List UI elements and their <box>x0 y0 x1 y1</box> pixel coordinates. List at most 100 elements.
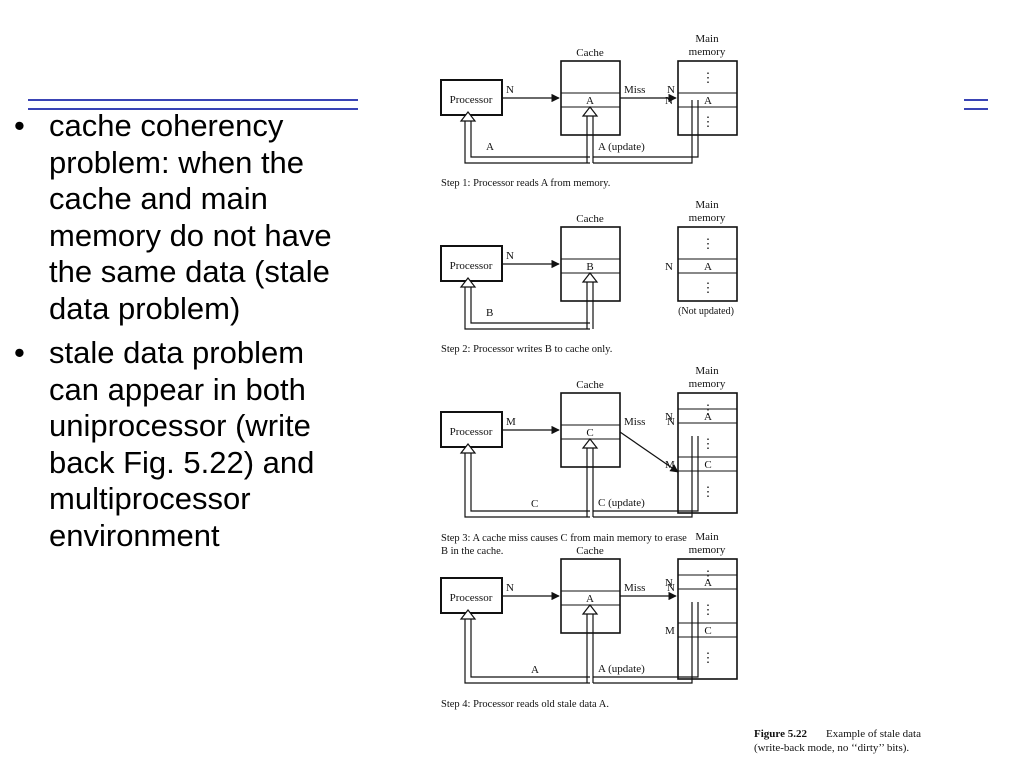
main-memory-title: Main <box>695 199 719 211</box>
return-path-outer <box>464 447 590 518</box>
cache-block-label: A <box>586 593 594 605</box>
memory-feed-path <box>593 100 693 164</box>
step-caption: Step 2: Processor writes B to cache only… <box>441 344 612 355</box>
title-underline-right <box>964 99 988 110</box>
processor-return-arrow <box>459 609 477 620</box>
bullet-dot: • <box>14 335 25 370</box>
bullet-line: environment <box>49 517 220 553</box>
main-memory-title: Main <box>695 531 719 543</box>
step-caption: Step 1: Processor reads A from memory. <box>441 178 610 189</box>
title-underline <box>28 99 358 110</box>
processor-return-arrow <box>459 443 477 454</box>
cache-block-label: B <box>586 261 593 273</box>
ellipsis-icon: ⋮ <box>702 280 715 295</box>
main-memory-title: memory <box>689 544 726 556</box>
memory-feed-path <box>593 602 693 684</box>
cache-box <box>560 558 621 634</box>
miss-arrow <box>619 431 679 473</box>
figure-caption-line2: (write-back mode, no ‘‘dirty’’ bits). <box>754 742 909 754</box>
figure-number: Figure 5.22 <box>754 728 807 740</box>
processor-box <box>440 79 503 116</box>
return-path-outer <box>464 281 590 330</box>
bullet-line: multiprocessor <box>49 481 251 516</box>
memory-row-tag: N <box>665 95 673 107</box>
return-path-inner <box>470 115 590 158</box>
ellipsis-icon: ⋮ <box>702 484 715 499</box>
bullet-line: problem: when the <box>49 144 305 180</box>
bullet-line: can appear in both <box>49 371 306 407</box>
ellipsis-icon: ⋮ <box>702 70 715 85</box>
memory-feed-path <box>593 436 693 518</box>
miss-label: Miss <box>624 84 645 96</box>
main-memory-box <box>677 60 738 136</box>
bullet-item: • stale data problem can appear in both … <box>0 335 420 554</box>
memory-access-tag: N <box>667 84 675 96</box>
return-path-outer <box>464 613 590 684</box>
ellipsis-icon: ⋮ <box>702 236 715 251</box>
memory-row-value: A <box>704 577 712 589</box>
cache-box <box>560 226 621 302</box>
bullet-line: stale data problem <box>49 335 305 370</box>
return-path-outer <box>464 115 590 164</box>
cache-box <box>560 392 621 468</box>
main-memory-box <box>677 558 738 680</box>
main-memory-box <box>677 392 738 514</box>
memory-row-value: A <box>704 261 712 273</box>
memory-row-value: C <box>704 459 711 471</box>
bullet-line: uniprocessor (write <box>49 408 311 443</box>
cache-update-label: A (update) <box>598 141 645 153</box>
memory-row-tag: M <box>665 625 675 637</box>
bullet-list: • cache coherency problem: when the cach… <box>0 108 420 562</box>
cache-title: Cache <box>576 47 604 59</box>
return-path-inner <box>470 613 590 678</box>
processor-return-arrow <box>459 111 477 122</box>
cache-update-label: A (update) <box>598 663 645 675</box>
cache-input-arrow <box>581 604 599 677</box>
main-memory-title: memory <box>689 46 726 58</box>
cache-input-arrow <box>581 106 599 157</box>
memory-access-tag: N <box>667 416 675 428</box>
return-path-label: B <box>486 307 493 319</box>
main-memory-title: Main <box>695 33 719 45</box>
processor-label: Processor <box>450 592 493 604</box>
miss-label: Miss <box>624 416 645 428</box>
figure-caption-line1: Example of stale data <box>826 728 921 740</box>
memory-row-tag: N <box>665 261 673 273</box>
step-caption: Step 3: A cache miss causes C from main … <box>441 533 687 544</box>
not-updated-label: (Not updated) <box>678 306 734 317</box>
main-memory-title: memory <box>689 378 726 390</box>
cache-input-arrow <box>581 272 599 323</box>
ellipsis-icon: ⋮ <box>702 650 715 665</box>
processor-tag: N <box>506 250 514 262</box>
main-memory-title: memory <box>689 212 726 224</box>
return-path-label: A <box>486 141 494 153</box>
bullet-line: the same data (stale <box>49 254 330 289</box>
return-path-label: A <box>531 664 539 676</box>
return-path-inner <box>470 281 590 324</box>
miss-label: Miss <box>624 582 645 594</box>
cache-title: Cache <box>576 545 604 557</box>
processor-tag: M <box>506 416 516 428</box>
cache-title: Cache <box>576 213 604 225</box>
bullet-line: cache coherency <box>49 108 284 143</box>
cache-update-label: C (update) <box>598 497 645 509</box>
ellipsis-icon: ⋮ <box>702 602 715 617</box>
bullet-line: cache and main <box>49 181 268 216</box>
processor-label: Processor <box>450 94 493 106</box>
memory-row-tag: N <box>665 411 673 423</box>
cache-input-arrow <box>581 438 599 511</box>
cache-block-label: A <box>586 95 594 107</box>
ellipsis-icon: ⋮ <box>702 114 715 129</box>
memory-feed-path <box>593 602 699 678</box>
step-caption: B in the cache. <box>441 546 503 557</box>
main-memory-title: Main <box>695 365 719 377</box>
bullet-line: back Fig. 5.22) and <box>49 444 315 480</box>
step-caption: Step 4: Processor reads old stale data A… <box>441 699 609 710</box>
bullet-line: data problem) <box>49 290 241 326</box>
return-path-label: C <box>531 498 538 510</box>
